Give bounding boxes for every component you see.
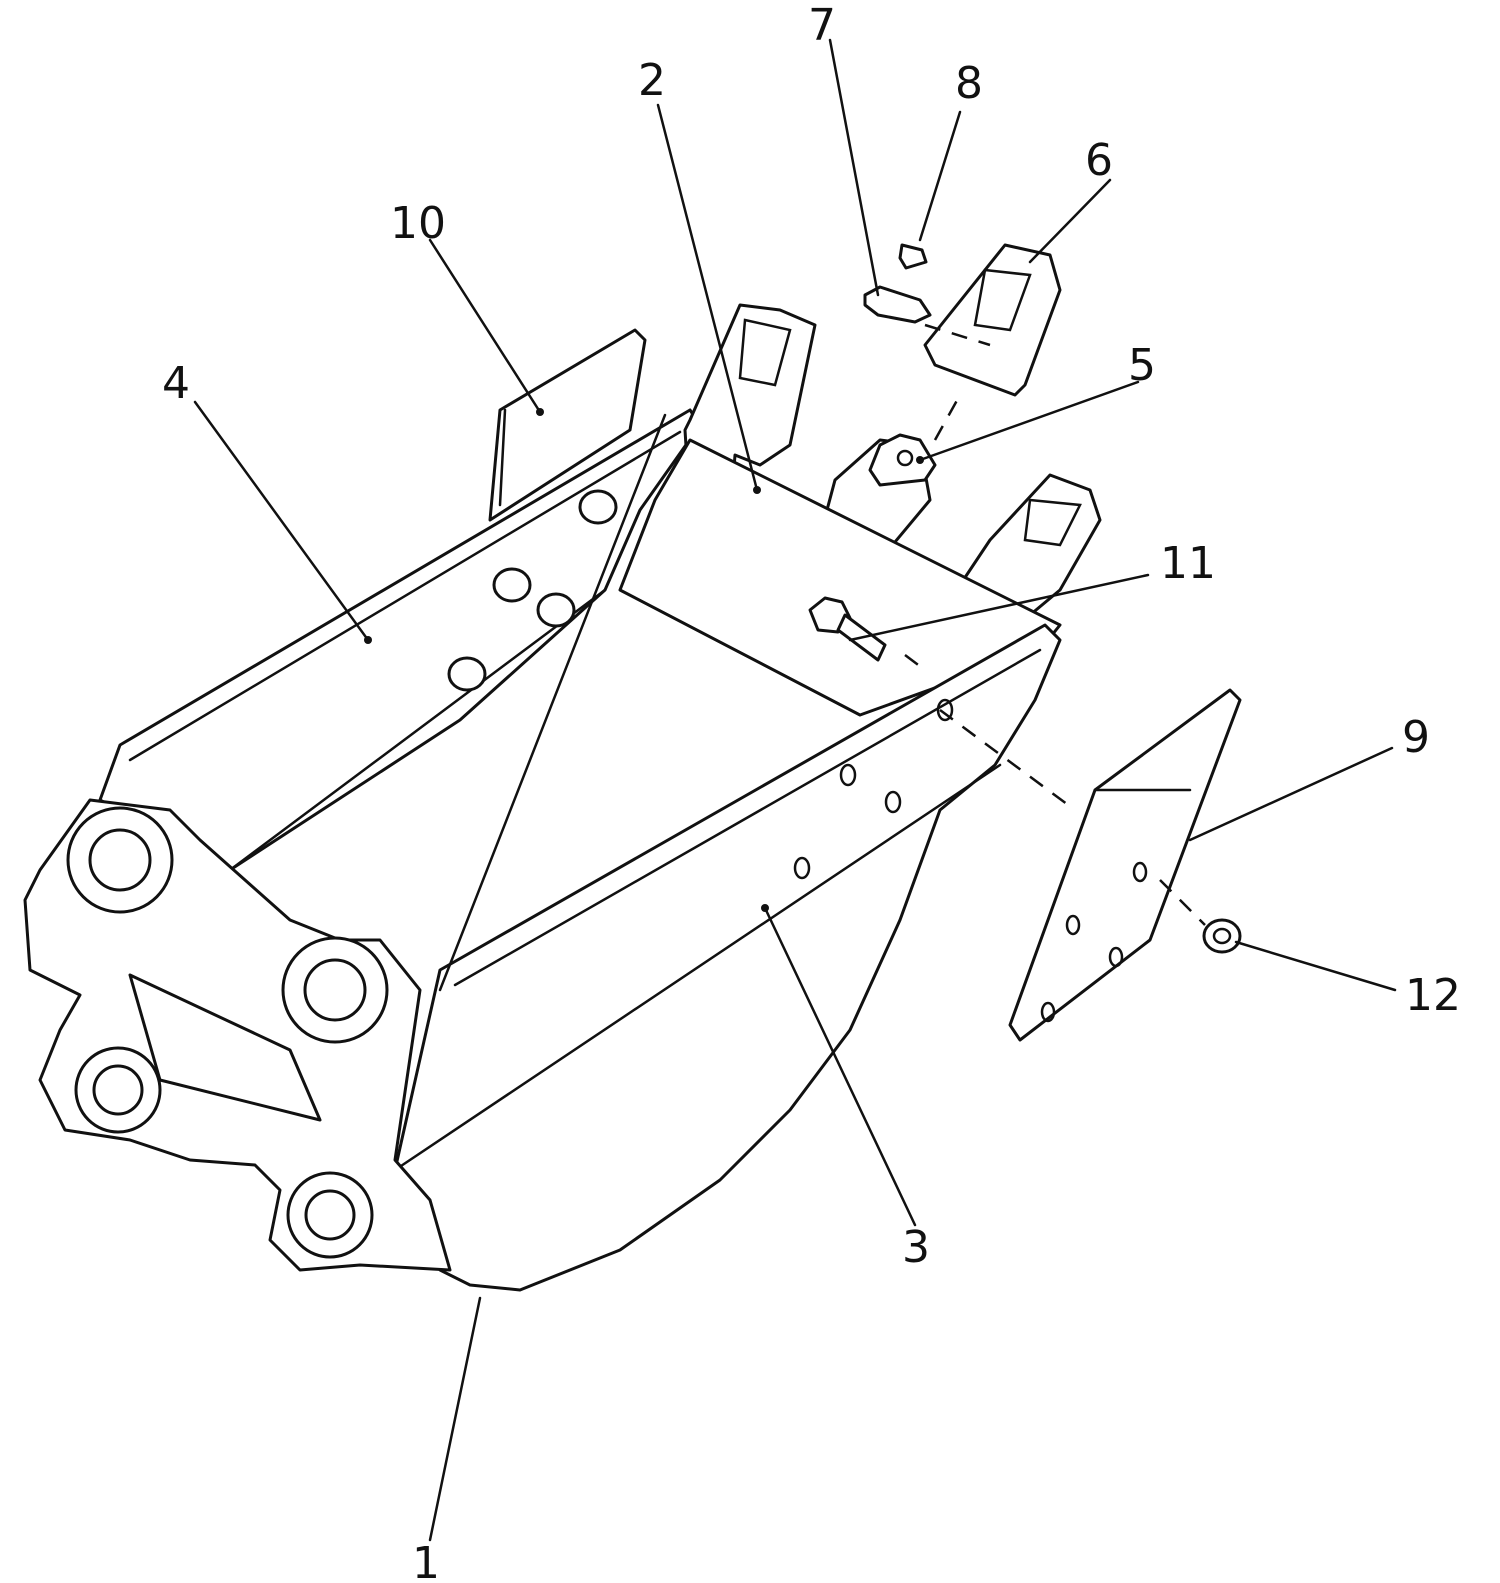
part-7-lock-exploded (863, 285, 932, 324)
top-bolt-heads (447, 489, 618, 692)
callout-6: 6 (1085, 135, 1113, 186)
callout-1: 1 (412, 1538, 440, 1583)
part-9-side-plate-exploded (1008, 688, 1242, 1042)
callout-9: 9 (1402, 712, 1430, 763)
assembly-dash-lines (904, 323, 1206, 926)
leader-anchor-dots (364, 408, 924, 912)
part-1-bucket-shell (393, 623, 1062, 1292)
callout-3: 3 (902, 1222, 930, 1273)
callout-11: 11 (1160, 538, 1216, 589)
callout-12: 12 (1405, 970, 1461, 1021)
part-3-side-holes (793, 698, 954, 880)
part-10-side-plate (488, 328, 647, 522)
hinge-bracket-assembly (23, 798, 452, 1272)
part-12-nut-exploded (1202, 918, 1242, 954)
part-5-adapter-exploded (868, 433, 937, 487)
callout-7: 7 (808, 0, 836, 51)
callout-5: 5 (1128, 340, 1156, 391)
leader-lines (193, 38, 1397, 1542)
part-8-pin-exploded (898, 243, 928, 270)
callout-4: 4 (162, 358, 190, 409)
callout-labels: 1 2 3 4 5 6 7 8 9 10 11 12 (162, 0, 1461, 1583)
callout-8: 8 (955, 58, 983, 109)
part-4-bucket-back (98, 408, 702, 872)
part-6-tooth-tip-exploded (923, 243, 1062, 397)
callout-10: 10 (390, 198, 446, 249)
callout-2: 2 (638, 55, 666, 106)
